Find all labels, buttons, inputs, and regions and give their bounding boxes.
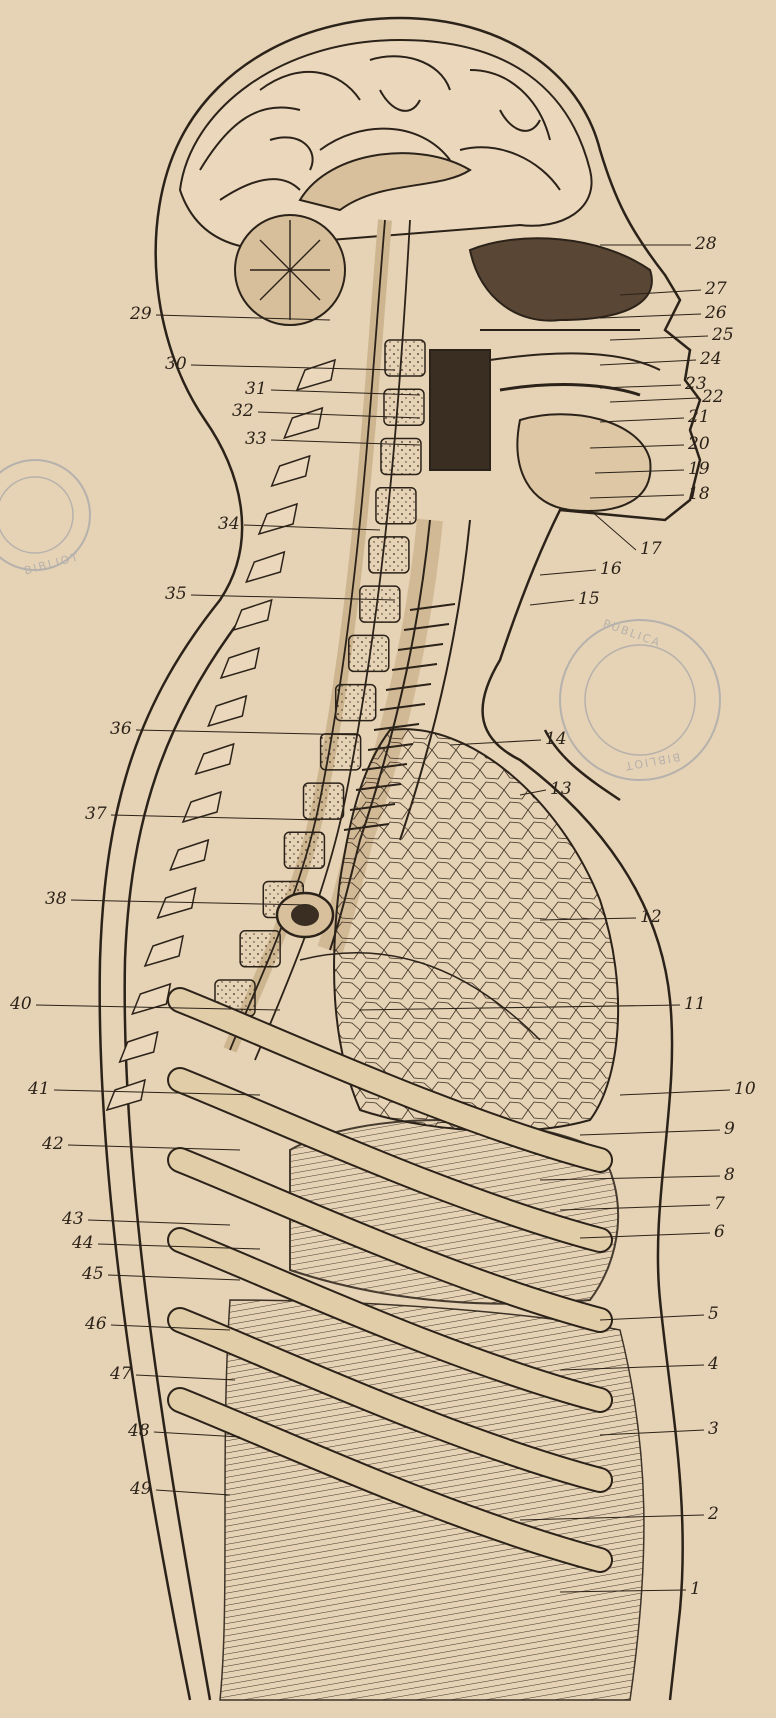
label-26: 26 — [705, 305, 727, 322]
label-1: 1 — [690, 1581, 701, 1598]
spinous-process — [234, 600, 272, 630]
vertebra — [385, 340, 425, 376]
leader-line — [156, 1490, 230, 1495]
spinous-process — [272, 456, 310, 486]
leader-line — [68, 1145, 240, 1150]
library-stamp-right: BIBLIOT PUBLICA — [560, 617, 720, 780]
aorta — [277, 893, 333, 937]
vertebra — [321, 734, 361, 770]
label-32: 32 — [232, 403, 254, 420]
label-27: 27 — [705, 281, 727, 298]
label-34: 34 — [218, 516, 240, 533]
label-17: 17 — [640, 541, 662, 558]
label-20: 20 — [688, 436, 710, 453]
leader-line — [88, 1220, 230, 1225]
vertebra — [376, 488, 416, 524]
label-18: 18 — [688, 486, 710, 503]
library-stamp-left: BIBLIOT — [0, 460, 90, 577]
label-3: 3 — [708, 1421, 719, 1438]
vertebra — [369, 537, 409, 573]
spinous-process — [145, 936, 183, 966]
label-42: 42 — [42, 1136, 64, 1153]
spinous-process — [132, 984, 170, 1014]
label-44: 44 — [72, 1235, 94, 1252]
label-29: 29 — [130, 306, 152, 323]
leader-line — [600, 385, 681, 388]
label-8: 8 — [724, 1167, 735, 1184]
label-40: 40 — [10, 996, 32, 1013]
leader-line — [540, 570, 596, 575]
label-22: 22 — [702, 389, 724, 406]
spinous-process — [284, 408, 322, 438]
label-14: 14 — [545, 731, 567, 748]
label-16: 16 — [600, 561, 622, 578]
stamp-text: BIBLIOT — [23, 550, 82, 577]
label-2: 2 — [708, 1506, 719, 1523]
label-13: 13 — [550, 781, 572, 798]
label-9: 9 — [724, 1121, 735, 1138]
label-33: 33 — [245, 431, 267, 448]
label-43: 43 — [62, 1211, 84, 1228]
spinous-process — [259, 504, 297, 534]
label-41: 41 — [28, 1081, 50, 1098]
leader-line — [530, 600, 574, 605]
label-15: 15 — [578, 591, 600, 608]
face — [430, 238, 660, 511]
label-35: 35 — [165, 586, 187, 603]
label-4: 4 — [708, 1356, 719, 1373]
leader-line — [600, 1315, 704, 1320]
label-49: 49 — [130, 1481, 152, 1498]
leader-line — [610, 336, 708, 340]
leader-line — [108, 1275, 240, 1280]
vertebra — [349, 635, 389, 671]
label-46: 46 — [85, 1316, 107, 1333]
vertebra — [284, 832, 324, 868]
label-48: 48 — [128, 1423, 150, 1440]
leader-line — [610, 398, 698, 402]
label-6: 6 — [714, 1224, 725, 1241]
label-37: 37 — [85, 806, 107, 823]
leader-line — [136, 1375, 235, 1380]
spinous-process — [208, 696, 246, 726]
label-24: 24 — [700, 351, 722, 368]
label-25: 25 — [712, 327, 734, 344]
spinous-process — [196, 744, 234, 774]
label-45: 45 — [82, 1266, 104, 1283]
label-47: 47 — [110, 1366, 132, 1383]
vertebra — [336, 685, 376, 721]
spinous-process — [170, 840, 208, 870]
label-21: 21 — [688, 409, 710, 426]
label-30: 30 — [165, 356, 187, 373]
vertebra — [360, 586, 400, 622]
spinous-process — [297, 360, 335, 390]
leader-line — [191, 365, 395, 370]
spinous-process — [221, 648, 259, 678]
label-36: 36 — [110, 721, 132, 738]
leader-line — [580, 1130, 720, 1135]
label-10: 10 — [734, 1081, 756, 1098]
label-28: 28 — [695, 236, 717, 253]
label-19: 19 — [688, 461, 710, 478]
leader-line — [600, 418, 684, 422]
label-31: 31 — [245, 381, 267, 398]
vertebra — [304, 783, 344, 819]
leader-line — [620, 1090, 730, 1095]
spinous-process — [158, 888, 196, 918]
vertebra — [240, 931, 280, 967]
label-12: 12 — [640, 909, 662, 926]
label-5: 5 — [708, 1306, 719, 1323]
label-38: 38 — [45, 891, 67, 908]
label-11: 11 — [684, 996, 706, 1013]
label-7: 7 — [714, 1196, 725, 1213]
spinous-process — [246, 552, 284, 582]
